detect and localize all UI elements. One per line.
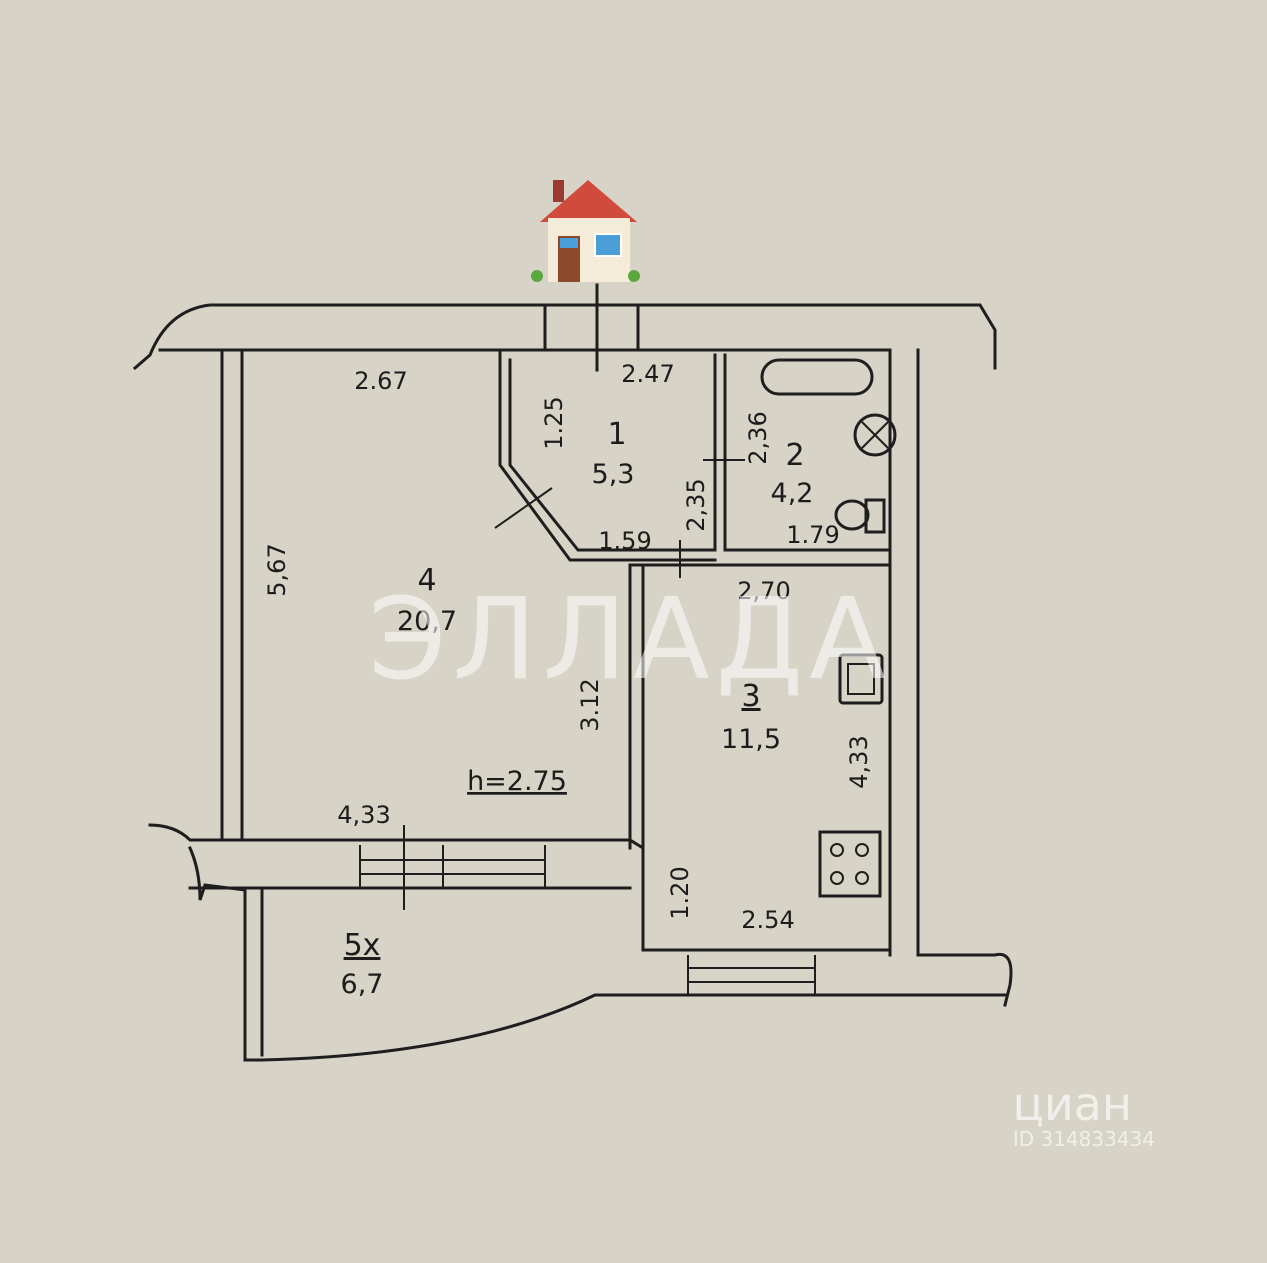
room-2-area: 4,2 [771, 478, 814, 509]
room-1-number: 1 [607, 417, 626, 452]
dimension-label: 2,36 [744, 411, 772, 464]
dimension-label: 2,35 [682, 478, 710, 531]
walls [132, 283, 1013, 1062]
dimension-label: 2,70 [737, 577, 790, 605]
dimension-label: 1.79 [786, 521, 839, 549]
room-labels: 1 5,3 2 4,2 3 11,5 4 20,7 5х 6,7 h=2.75 [341, 417, 814, 1000]
house-icon [531, 180, 640, 282]
dimension-label: 3.12 [576, 678, 604, 731]
washbasin-icon [853, 413, 897, 457]
dimension-label: 4,33 [845, 735, 873, 788]
room-4-number: 4 [417, 563, 436, 598]
dimension-label: 1.25 [540, 396, 568, 449]
room-5-area: 6,7 [341, 969, 384, 1000]
agency-watermark: ЭЛЛАДА [368, 575, 891, 705]
toilet-icon [834, 498, 886, 534]
dimension-label: 5,67 [263, 543, 291, 596]
stove-icon [818, 830, 882, 898]
dimension-label: 2.47 [621, 360, 674, 388]
dimension-label: 2.67 [354, 367, 407, 395]
room-1-area: 5,3 [592, 459, 635, 490]
dimension-label: 2.54 [741, 906, 794, 934]
dimension-labels: 2.67 2.47 1.25 2,36 5,67 2,35 1.59 1.79 … [263, 360, 873, 934]
cian-logo-text: циан [1013, 1077, 1132, 1131]
ceiling-height: h=2.75 [467, 766, 567, 797]
room-5-number: 5х [344, 928, 381, 963]
room-3-area: 11,5 [721, 724, 781, 755]
dimension-label: 4,33 [337, 801, 390, 829]
bathtub-icon [760, 358, 874, 396]
dimension-label: 1.20 [666, 866, 694, 919]
room-2-number: 2 [785, 438, 804, 473]
listing-id: ID 314833434 [1013, 1127, 1155, 1151]
sink-icon [838, 653, 884, 705]
room-3-number: 3 [741, 679, 760, 714]
cian-watermark: циан ID 314833434 [1013, 1077, 1155, 1151]
room-4-area: 20,7 [397, 606, 457, 637]
dimension-label: 1.59 [598, 527, 651, 555]
